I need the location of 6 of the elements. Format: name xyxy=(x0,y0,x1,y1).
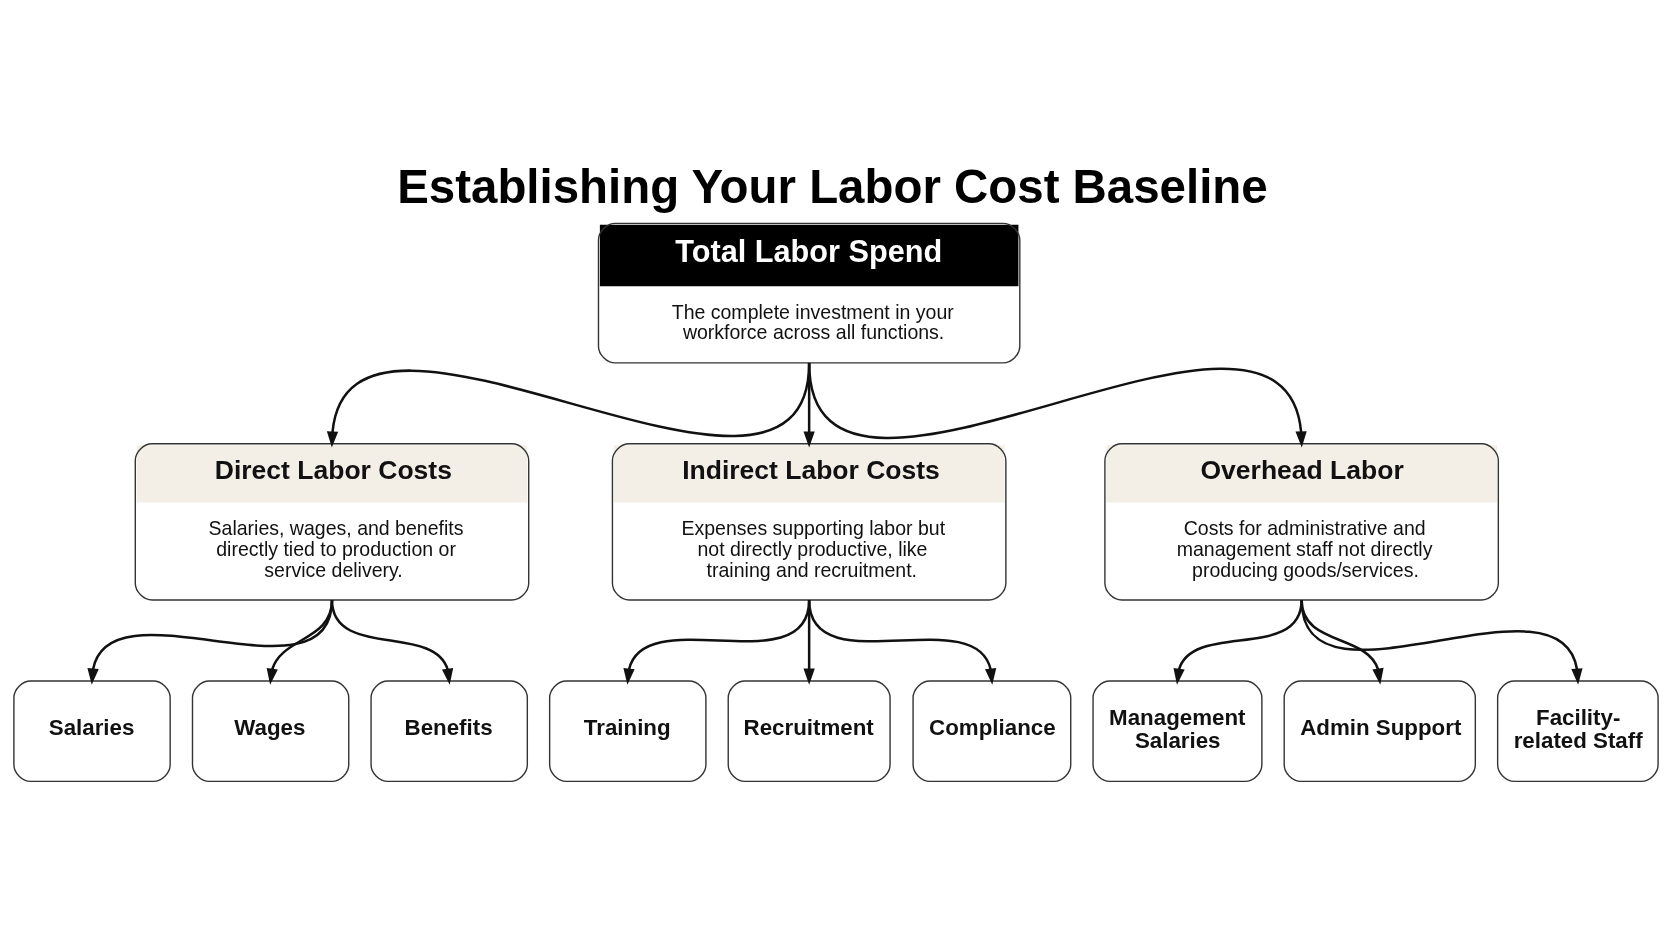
arrow xyxy=(1300,599,1384,685)
arrow xyxy=(807,599,997,685)
diagram-title: Establishing Your Labor Cost Baseline xyxy=(397,159,1268,213)
arrow xyxy=(330,599,454,685)
arrow xyxy=(807,362,1307,448)
arrow xyxy=(1300,599,1583,685)
